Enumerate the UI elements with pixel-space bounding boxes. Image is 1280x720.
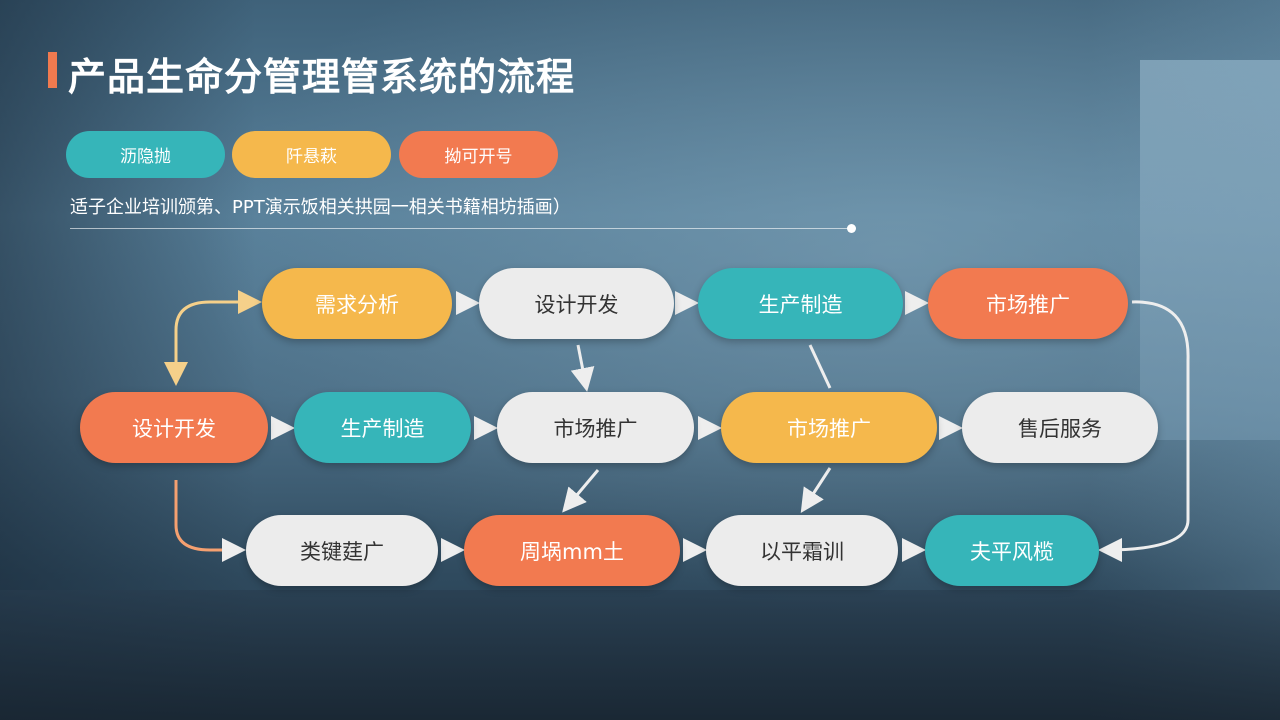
node-row3-2[interactable]: 周埚mm土 <box>464 515 680 586</box>
node-row3-4[interactable]: 夫平风榄 <box>925 515 1099 586</box>
node-requirement-analysis[interactable]: 需求分析 <box>262 268 452 339</box>
floor-background <box>0 590 1280 720</box>
page-title: 产品生命分管理管系统的流程 <box>68 55 576 99</box>
subtitle: 适子企业培训颁第、PPT演示饭相关拱园一相关书籍相坊插画） <box>70 197 571 218</box>
tag-2[interactable]: 阡悬萩 <box>232 131 391 178</box>
node-design-development[interactable]: 设计开发 <box>479 268 674 339</box>
node-marketing-3[interactable]: 市场推广 <box>721 392 937 463</box>
node-manufacturing[interactable]: 生产制造 <box>698 268 903 339</box>
tag-3[interactable]: 拗可开号 <box>399 131 558 178</box>
node-marketing[interactable]: 市场推广 <box>928 268 1128 339</box>
node-marketing-2[interactable]: 市场推广 <box>497 392 694 463</box>
node-row3-3[interactable]: 以平霜训 <box>706 515 898 586</box>
divider-line <box>70 228 850 229</box>
window-background <box>1140 60 1280 440</box>
divider-dot <box>847 224 856 233</box>
node-row3-1[interactable]: 类键莛广 <box>246 515 438 586</box>
title-accent-bar <box>48 52 57 88</box>
node-manufacturing-2[interactable]: 生产制造 <box>294 392 471 463</box>
tag-1[interactable]: 沥隐抛 <box>66 131 225 178</box>
node-design-development-2[interactable]: 设计开发 <box>80 392 268 463</box>
node-after-sales[interactable]: 售后服务 <box>962 392 1158 463</box>
